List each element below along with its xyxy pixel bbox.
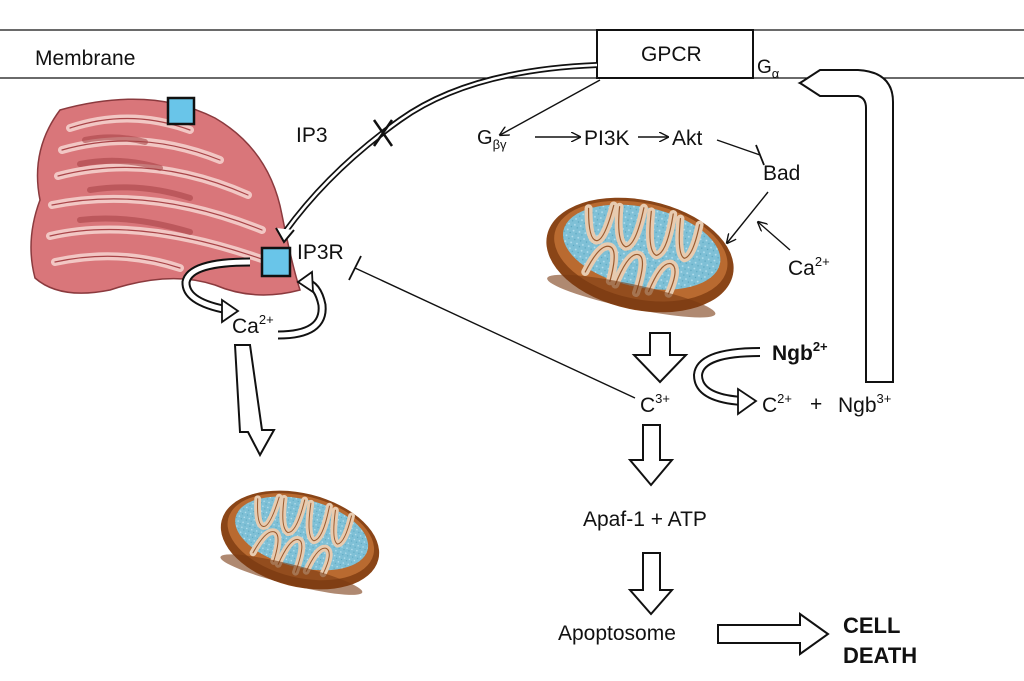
gpcr-label: GPCR xyxy=(641,43,702,66)
calcium-bad-arrow xyxy=(758,222,791,251)
pi3k-label: PI3K xyxy=(584,127,630,150)
c2-label: C2+ xyxy=(762,391,792,417)
calcium-mito-arrow xyxy=(233,344,276,458)
ip3-signal-arrow xyxy=(282,62,598,234)
akt-label: Akt xyxy=(672,127,703,150)
membrane-label: Membrane xyxy=(35,47,136,70)
bad-label: Bad xyxy=(763,162,801,185)
cell-death-arrow xyxy=(717,612,830,656)
er-receptor-top xyxy=(166,96,196,126)
gpcr-box xyxy=(596,29,754,79)
c3-label: C3+ xyxy=(640,391,670,417)
cytc-release-arrow xyxy=(631,332,689,384)
akt-inhibit-line xyxy=(716,139,761,156)
apoptosome-arrow xyxy=(627,552,675,616)
ngb-cycle-arrow xyxy=(692,347,761,416)
apoptosome-label: Apoptosome xyxy=(558,622,676,645)
mitochondrion-left xyxy=(210,475,389,605)
calcium-release-arrows xyxy=(181,257,327,340)
ip3-receptor xyxy=(260,246,292,278)
ip3r-label: IP3R xyxy=(297,241,344,264)
gbetagamma-arrow xyxy=(500,79,601,135)
apaf-arrow xyxy=(627,424,675,487)
cell-death-line1: CELL xyxy=(843,613,901,638)
cell-death-line2: DEATH xyxy=(843,643,918,668)
plus-sign: + xyxy=(810,393,823,416)
apaf-label: Apaf-1 + ATP xyxy=(583,508,707,531)
c3-inhibit-line xyxy=(354,267,636,399)
ngb2-label: Ngb2+ xyxy=(772,339,828,365)
bad-arrow xyxy=(727,191,769,243)
endoplasmic-reticulum xyxy=(30,98,301,296)
ip3-label: IP3 xyxy=(296,124,328,147)
ngb3-label: Ngb3+ xyxy=(838,391,892,417)
mitochondrion-right xyxy=(536,181,745,328)
calcium-left-label: Ca2+ xyxy=(232,312,274,338)
ip3-block-mark xyxy=(372,119,394,147)
g-beta-gamma-label: Gβγ xyxy=(477,127,507,152)
calcium-right-label: Ca2+ xyxy=(788,254,830,280)
g-alpha-label: Gα xyxy=(757,57,780,81)
